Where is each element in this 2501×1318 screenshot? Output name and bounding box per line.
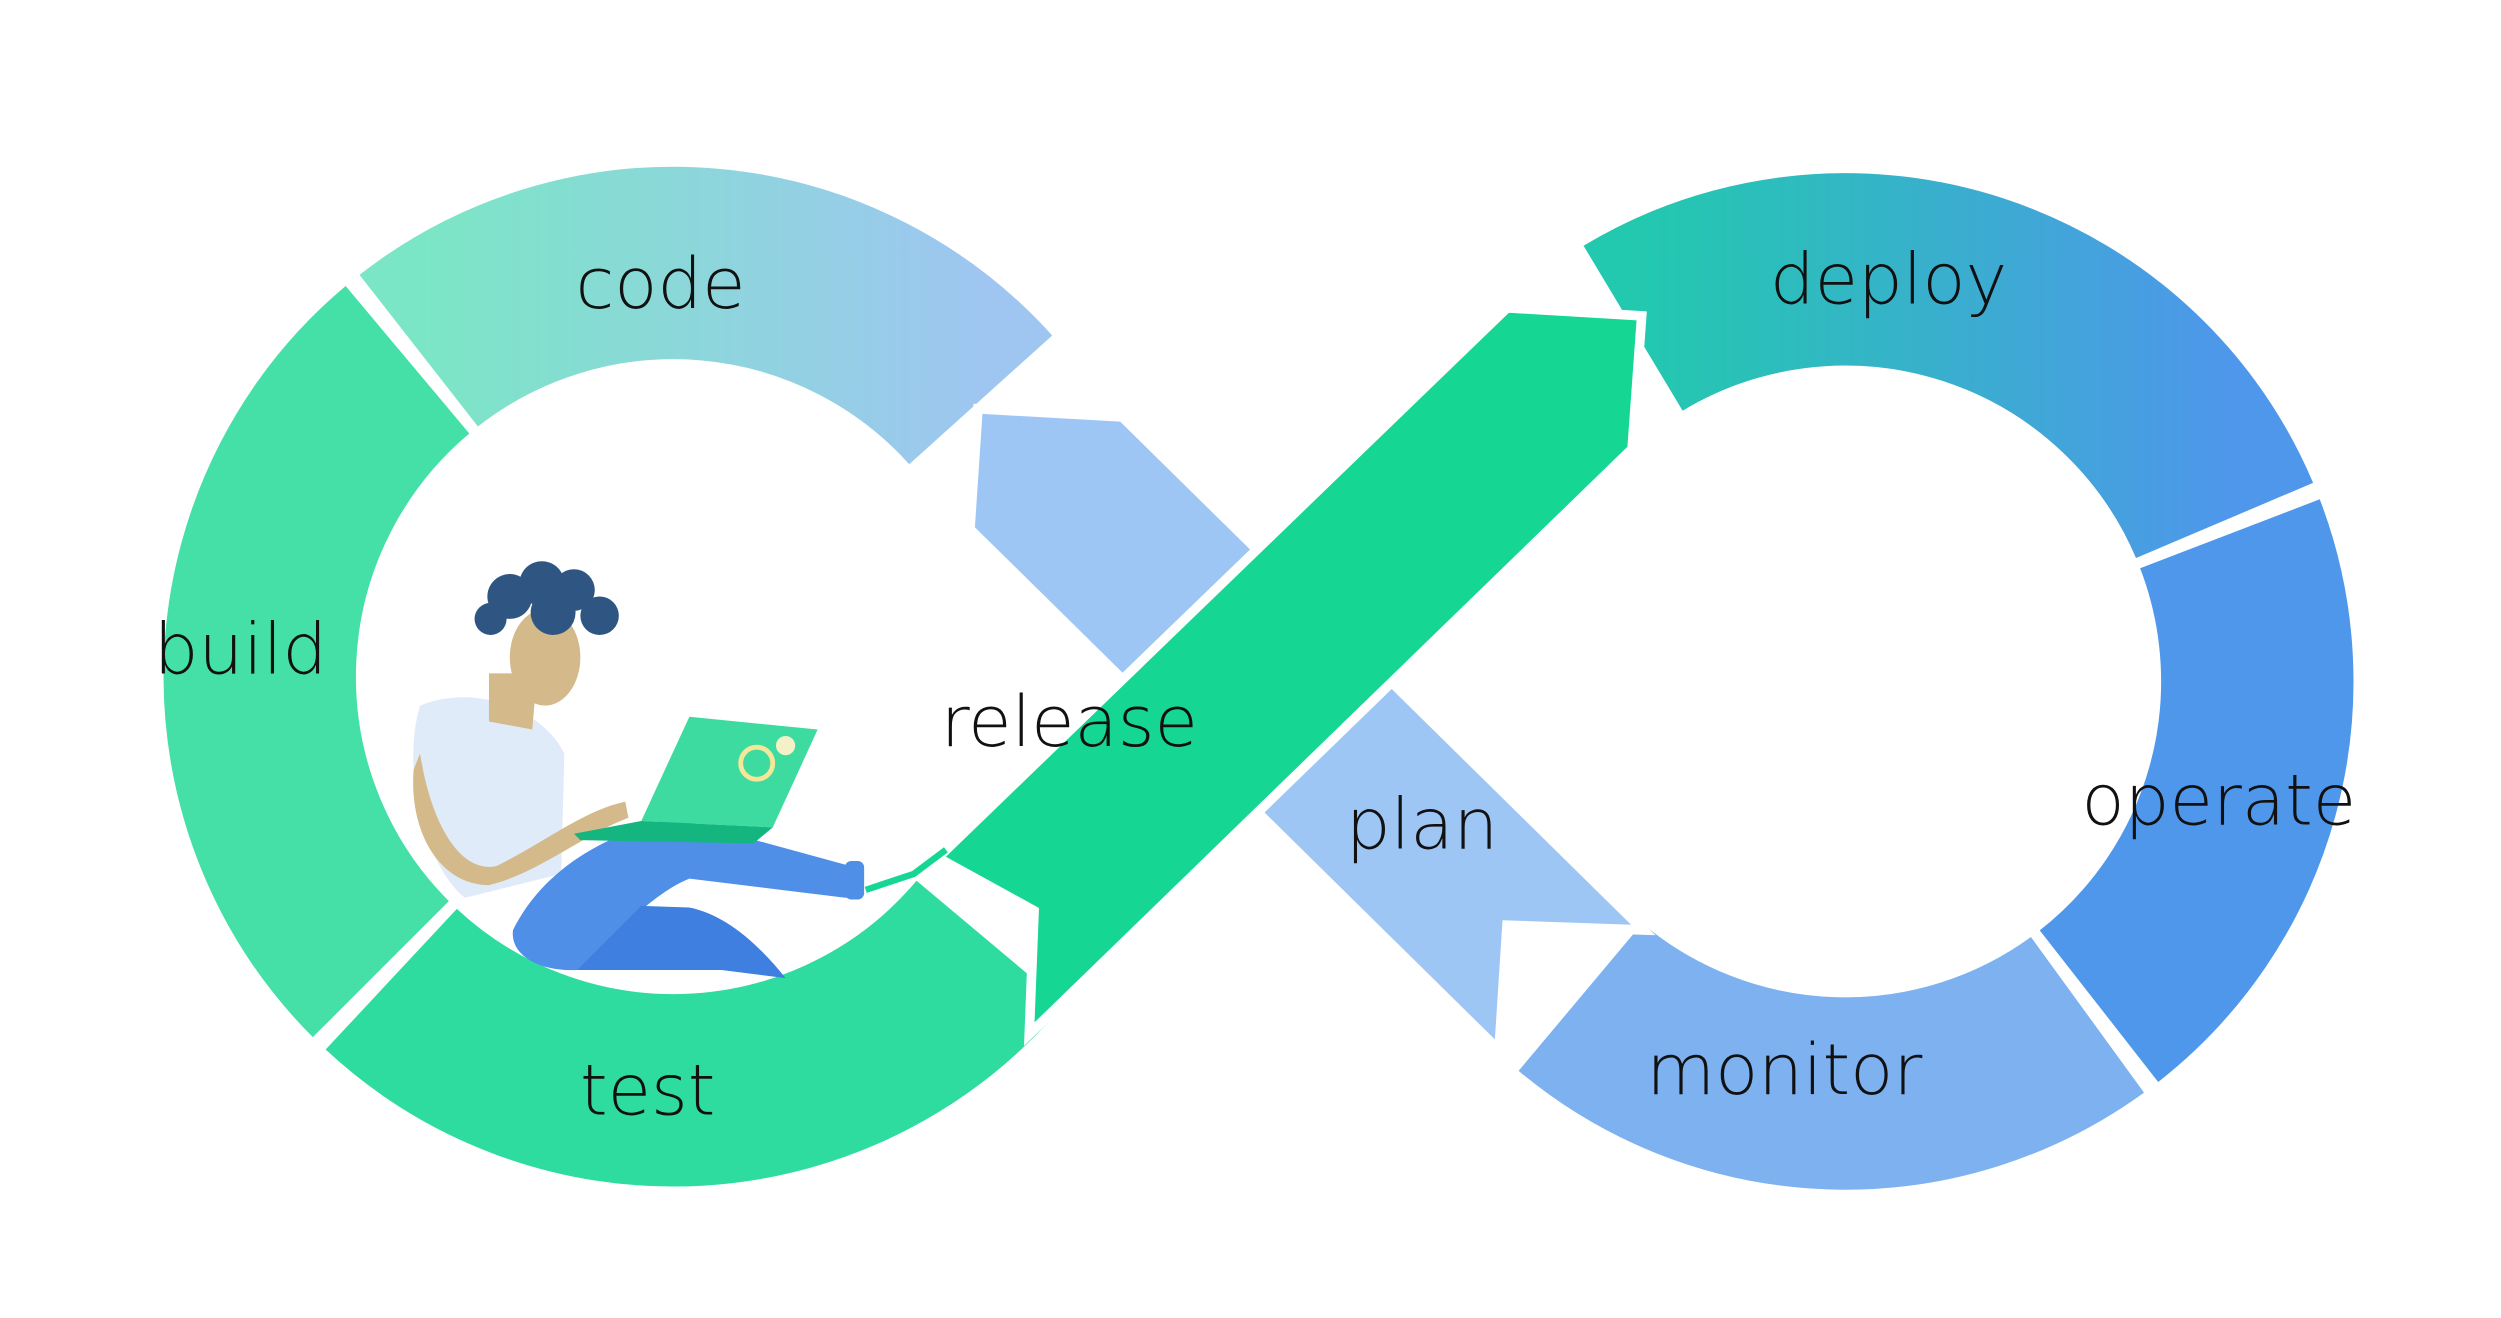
label-release: release bbox=[941, 681, 1198, 763]
label-operate: operate bbox=[2082, 759, 2357, 841]
laptop-screen bbox=[641, 716, 818, 828]
person-arm bbox=[413, 753, 629, 886]
stage-labels: code build test release deploy operate m… bbox=[154, 238, 2356, 1131]
cycle-segments bbox=[163, 166, 2354, 1190]
label-test: test bbox=[580, 1050, 715, 1132]
segment-build bbox=[163, 286, 471, 1038]
person-shoe bbox=[844, 861, 865, 900]
label-plan: plan bbox=[1346, 783, 1498, 865]
segment-operate bbox=[2038, 499, 2354, 1082]
person-hair bbox=[474, 561, 619, 635]
label-code: code bbox=[575, 243, 745, 325]
segment-monitor bbox=[1518, 922, 2144, 1190]
laptop-base bbox=[573, 820, 773, 844]
person-face bbox=[509, 609, 581, 706]
person-illustration bbox=[413, 561, 948, 979]
segment-release bbox=[929, 302, 1647, 1047]
laptop-sticker-dot bbox=[775, 735, 796, 756]
label-monitor: monitor bbox=[1646, 1029, 1922, 1111]
label-deploy: deploy bbox=[1770, 238, 2007, 320]
person-legs bbox=[512, 817, 850, 971]
segment-deploy bbox=[1583, 173, 2314, 560]
segment-test bbox=[325, 879, 1064, 1187]
laptop-sticker bbox=[738, 744, 776, 782]
segment-code bbox=[359, 166, 1053, 466]
person-lower-leg bbox=[577, 905, 786, 979]
cable bbox=[864, 847, 948, 893]
label-build: build bbox=[154, 609, 327, 691]
